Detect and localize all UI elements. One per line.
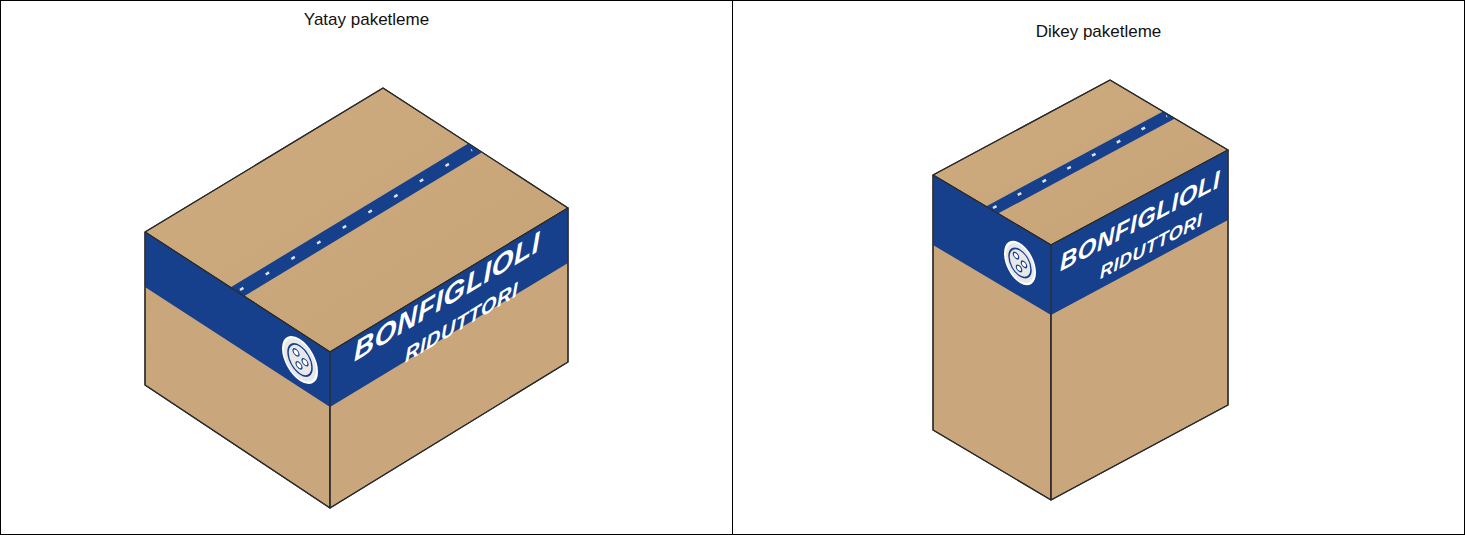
vertical-carton [933,80,1228,500]
horizontal-carton [145,88,568,508]
panel-box: Yatay paketleme [0,0,733,535]
panel-box: Dikey paketleme [732,0,1465,535]
logo-symbol [1005,235,1035,291]
panel-heading: Yatay paketleme [304,10,429,30]
logo-symbol [283,329,317,391]
panel-heading: Dikey paketleme [1036,22,1162,42]
